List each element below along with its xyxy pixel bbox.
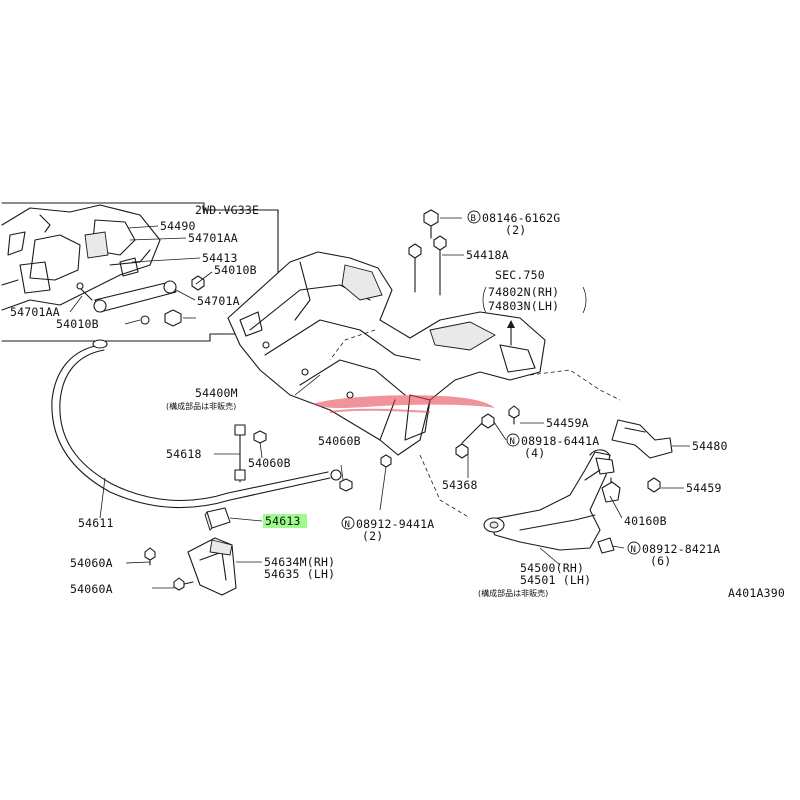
label-08912-9441A-qty: (2) bbox=[362, 529, 383, 543]
label-08918-qty: (4) bbox=[524, 446, 545, 460]
label-54459A: 54459A bbox=[546, 416, 589, 430]
bracket-54634M bbox=[144, 537, 237, 596]
label-54490: 54490 bbox=[160, 219, 196, 233]
lower-arm-54500 bbox=[483, 449, 615, 554]
label-54480: 54480 bbox=[692, 439, 728, 453]
label-sec750: SEC.750 bbox=[495, 268, 545, 282]
label-54010B-top: 54010B bbox=[214, 263, 257, 277]
code-08912-9441A: N bbox=[345, 520, 350, 530]
code-08912-8421A: N bbox=[631, 545, 636, 555]
inset-engine-mount: 2WD.VG33E bbox=[1, 202, 279, 342]
label-54060B-mid: 54060B bbox=[318, 434, 361, 448]
crossmember-54400M bbox=[227, 251, 546, 456]
label-54459: 54459 bbox=[686, 481, 722, 495]
label-74803N: 74803N(LH) bbox=[488, 299, 559, 313]
label-54500-note: (構成部品は非販売) bbox=[478, 588, 548, 598]
label-08912-9441A: 08912-9441A bbox=[356, 517, 434, 531]
stabilizer-bar-54611 bbox=[51, 339, 342, 509]
brand-watermark-icon bbox=[312, 395, 495, 413]
code-08146: B bbox=[471, 214, 476, 224]
label-08918-6441A: 08918-6441A bbox=[521, 434, 599, 448]
label-54413: 54413 bbox=[202, 251, 238, 265]
stabilizer-link-54618 bbox=[234, 424, 353, 492]
label-54701AA-top: 54701AA bbox=[188, 231, 238, 245]
inset-engine-block bbox=[1, 204, 161, 311]
label-54400M: 54400M bbox=[195, 386, 238, 400]
label-08146-qty: (2) bbox=[505, 223, 526, 237]
circle-letter-icon: N bbox=[506, 433, 520, 447]
highlight-54613 bbox=[263, 514, 307, 528]
label-54060B-left: 54060B bbox=[248, 456, 291, 470]
inset-title: 2WD.VG33E bbox=[195, 203, 259, 217]
circle-letter-icon: N bbox=[627, 541, 641, 555]
bolts-54418A bbox=[408, 209, 447, 296]
label-54060A-top: 54060A bbox=[70, 556, 113, 570]
label-54613: 54613 bbox=[265, 514, 301, 528]
circle-letter-icon: B bbox=[467, 210, 481, 224]
label-54500: 54500(RH) bbox=[520, 561, 584, 575]
leader-lines bbox=[99, 217, 690, 589]
code-08918: N bbox=[510, 437, 515, 447]
bracket-54480 bbox=[611, 419, 673, 459]
label-74802N: 74802N(RH) bbox=[488, 285, 559, 299]
label-08912-8421A: 08912-8421A bbox=[642, 542, 720, 556]
label-54400M-note: (構成部品は非販売) bbox=[166, 401, 236, 411]
balljoint-40160B bbox=[601, 477, 621, 503]
label-54701AA-bottom: 54701AA bbox=[10, 305, 60, 319]
circle-letter-icon: N bbox=[341, 516, 355, 530]
label-54368: 54368 bbox=[442, 478, 478, 492]
bolt-54368 bbox=[455, 422, 483, 459]
label-54010B-bottom: 54010B bbox=[56, 317, 99, 331]
up-arrow-icon bbox=[507, 320, 515, 346]
bolt-54459A bbox=[481, 405, 520, 429]
label-54701A: 54701A bbox=[197, 294, 240, 308]
nut-54060B bbox=[380, 454, 392, 468]
label-54618: 54618 bbox=[166, 447, 202, 461]
label-54635: 54635 (LH) bbox=[264, 567, 335, 581]
label-08912-8421A-qty: (6) bbox=[650, 554, 671, 568]
drawing-code: A401A390 bbox=[728, 586, 785, 600]
inset-mount-link bbox=[76, 257, 205, 327]
label-08146-6162G: 08146-6162G bbox=[482, 211, 560, 225]
label-40160B: 40160B bbox=[624, 514, 667, 528]
label-54634M: 54634M(RH) bbox=[264, 555, 335, 569]
label-54501: 54501 (LH) bbox=[520, 573, 591, 587]
label-54418A: 54418A bbox=[466, 248, 509, 262]
label-54611: 54611 bbox=[78, 516, 114, 530]
label-54060A-bottom: 54060A bbox=[70, 582, 113, 596]
bolt-54459 bbox=[647, 477, 661, 493]
bushing-54613 bbox=[204, 507, 231, 531]
